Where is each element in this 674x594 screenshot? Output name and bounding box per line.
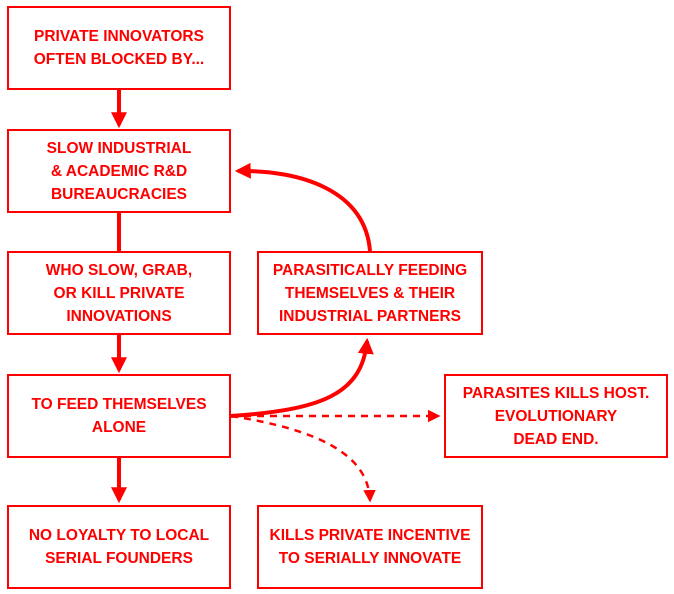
box-parasitically-feeding: PARASITICALLY FEEDING THEMSELVES & THEIR… — [257, 251, 483, 335]
connector-parasitic-to-bureaucracies — [234, 162, 372, 252]
box-parasites-kill-host: PARASITES KILLS HOST. EVOLUTIONARY DEAD … — [444, 374, 668, 458]
box-feed-themselves: TO FEED THEMSELVES ALONE — [7, 374, 231, 458]
box-no-loyalty: NO LOYALTY TO LOCAL SERIAL FOUNDERS — [7, 505, 231, 589]
box-slow-grab-kill: WHO SLOW, GRAB, OR KILL PRIVATE INNOVATI… — [7, 251, 231, 335]
box-kills-incentive: KILLS PRIVATE INCENTIVE TO SERIALLY INNO… — [257, 505, 483, 589]
connector-feed-to-kills-incentive — [230, 414, 376, 503]
connector-feed-to-parasitic — [230, 337, 374, 418]
box-private-innovators: PRIVATE INNOVATORS OFTEN BLOCKED BY... — [7, 6, 231, 90]
box-slow-bureaucracies: SLOW INDUSTRIAL & ACADEMIC R&D BUREAUCRA… — [7, 129, 231, 213]
